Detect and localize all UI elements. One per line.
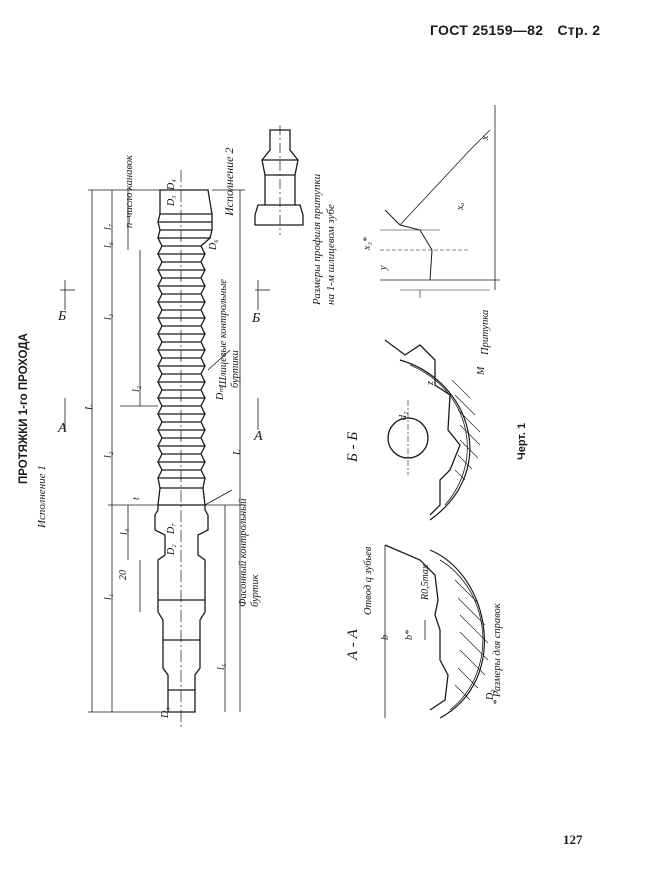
standard-number: ГОСТ 25159—82 (430, 22, 544, 38)
page-title: ПРОТЯЖКИ 1-го ПРОХОДА (18, 333, 30, 484)
spline-teeth-upper (156, 189, 213, 247)
variant-2-label: Исполнение 2 (222, 147, 236, 216)
dim-l1: l₁ (103, 593, 114, 600)
section-bb (384, 339, 481, 521)
page-number: 127 (563, 832, 583, 847)
dim-l6: l₆ (103, 241, 114, 248)
shaped-land-line-1: Фасонный контрольный (238, 498, 249, 607)
profile-note-line-2: на 1-м шлицевом зубе (325, 204, 337, 305)
dim-d4: D₄ (166, 179, 177, 190)
page-label: Стр. 2 (557, 22, 601, 38)
dim-x: x (480, 135, 491, 140)
dim-l5: l₅ (216, 663, 227, 670)
spline-teeth-lower (156, 405, 207, 489)
dim-l7: l₇ (103, 223, 114, 230)
dim-d5: D₅ (166, 195, 177, 206)
dim-t: t (131, 497, 142, 500)
dim-d7: D₇ (166, 523, 177, 534)
section-b-right: Б (251, 311, 260, 326)
section-a-right: А (253, 429, 263, 444)
dim-d2-section: d₂ (398, 411, 409, 420)
dim-d1: D₁ (160, 707, 171, 718)
dim-20: 20 (118, 570, 129, 580)
tooth-profile-detail (380, 105, 500, 298)
spline-lands-label: Шлицевые контрольные буртики (218, 279, 242, 388)
dim-xa: xₐ (455, 202, 466, 210)
variant-2-end (254, 125, 304, 235)
grooves-count-label: n–число канавок (124, 155, 135, 228)
dim-y: y (378, 265, 389, 270)
section-aa (384, 544, 489, 719)
section-a-left: А (57, 421, 67, 436)
relief-label: Отвод q зубьев (363, 546, 374, 615)
dim-l: L (84, 404, 95, 410)
profile-note-line-1: Размеры профиля притупки (311, 173, 323, 305)
section-aa-title: А - А (345, 629, 361, 660)
dim-z: z (425, 381, 436, 385)
figure-caption: Черт. 1 (516, 422, 528, 460)
dim-d6: D₆ (208, 239, 219, 250)
dim-l3: l₃ (103, 313, 114, 320)
section-b-left: Б (57, 309, 66, 324)
lapping-label: Притупка (480, 309, 491, 355)
dimension-lines (60, 189, 270, 713)
spline-lands-line-1: Шлицевые контрольные (218, 278, 229, 388)
section-bb-title: Б - Б (345, 431, 361, 462)
dim-l2b: l₂ (131, 385, 142, 392)
dim-d2: D₂ (166, 544, 177, 555)
spline-lands-line-2: буртики (230, 350, 241, 388)
dim-dm: Dₘ (215, 386, 226, 400)
dim-x3: x₃* (362, 237, 373, 250)
page-header: ГОСТ 25159—82 Стр. 2 (430, 22, 600, 38)
broach-body (154, 170, 213, 730)
dim-radius: R0,5max (420, 564, 431, 600)
dim-m: M (476, 366, 487, 375)
dim-l2: l₂ (103, 451, 114, 458)
profile-note: Размеры профиля притупки на 1-м шлицевом… (310, 174, 338, 305)
dim-b-star: b* (404, 630, 415, 640)
dim-d3: D₃ (485, 689, 496, 700)
dim-l4: l₄ (119, 528, 130, 535)
dim-l-total: L (232, 449, 243, 455)
variant-1-label: Исполнение 1 (36, 465, 48, 528)
shaped-land-label: Фасонный контрольный буртик (238, 499, 262, 607)
dim-b: b (380, 635, 391, 640)
shaped-land-line-2: буртик (250, 574, 261, 607)
cutting-teeth-middle (156, 245, 207, 407)
